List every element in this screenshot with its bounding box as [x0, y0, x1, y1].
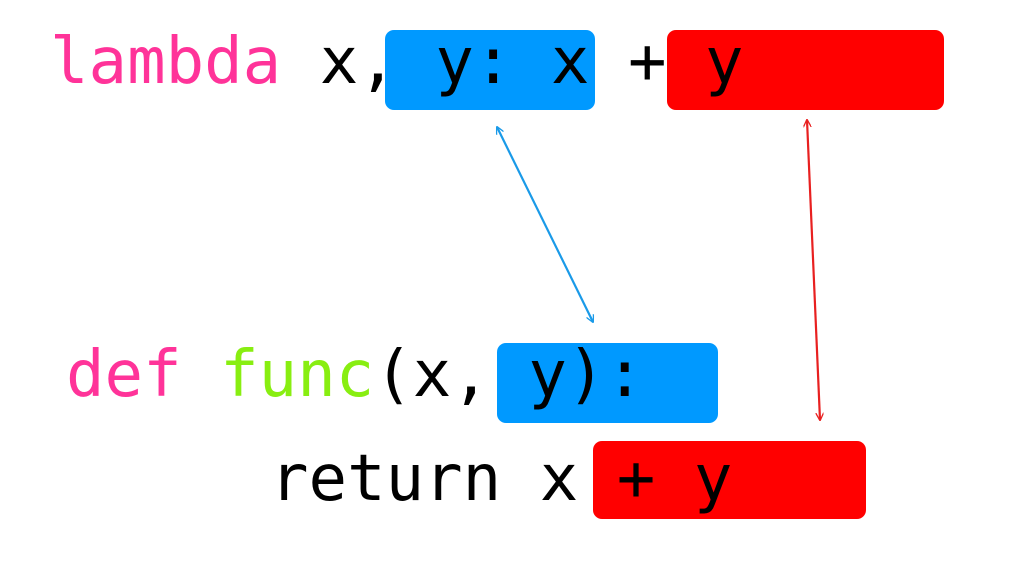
open-paren: (	[374, 338, 413, 412]
return-keyword: return	[270, 442, 502, 516]
return-statement-line: return x + y	[270, 447, 732, 511]
lambda-params-highlight	[385, 30, 595, 110]
lambda-keyword: lambda	[50, 25, 282, 99]
lambda-colon: :	[473, 25, 513, 99]
def-function-line: def func(x, y):	[66, 343, 644, 407]
lambda-expression-line: lambda x, y: x + y	[50, 30, 744, 94]
function-name: func	[220, 338, 375, 412]
lambda-body-highlight	[667, 30, 944, 110]
body-connector-arrow	[807, 120, 820, 420]
close-paren-colon: ):	[566, 338, 644, 412]
def-params: x, y	[412, 338, 567, 412]
lambda-body: x + y	[550, 25, 744, 99]
def-params-highlight	[497, 343, 718, 423]
def-keyword: def	[66, 338, 182, 412]
params-connector-arrow	[497, 127, 593, 322]
return-body-highlight	[593, 441, 866, 519]
return-body: x + y	[539, 442, 733, 516]
lambda-params: x, y	[319, 25, 474, 99]
